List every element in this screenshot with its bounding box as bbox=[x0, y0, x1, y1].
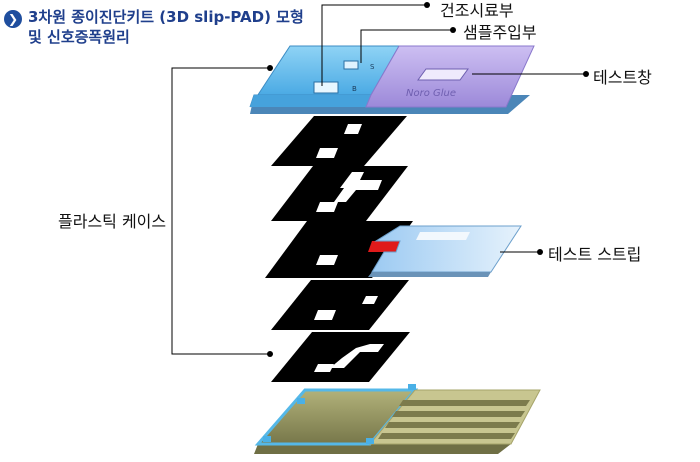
b-mark: B bbox=[352, 85, 357, 93]
callout-sample-injection bbox=[360, 29, 453, 63]
layer-5 bbox=[271, 332, 410, 382]
label-plastic-case: 플라스틱 케이스 bbox=[58, 212, 167, 231]
layer-1-hole-large bbox=[316, 148, 338, 158]
strip-red-zone bbox=[368, 241, 400, 252]
layer-4 bbox=[271, 280, 409, 330]
dot-drying-sample bbox=[424, 2, 430, 8]
bottom-case bbox=[254, 384, 541, 454]
dry-sample-hole bbox=[313, 81, 339, 94]
title-line-1: 3차원 종이진단키트 (3D slip-PAD) 모형 bbox=[28, 8, 304, 26]
layer-4-hole-small bbox=[362, 296, 378, 304]
strip-window-area bbox=[416, 232, 470, 240]
s-mark: S bbox=[370, 63, 375, 71]
label-test-strip: 테스트 스트립 bbox=[548, 245, 642, 264]
bottom-pin-1 bbox=[297, 398, 305, 404]
title-line-2: 및 신호증폭원리 bbox=[28, 28, 130, 46]
bottom-groove-2 bbox=[392, 411, 525, 417]
layer-2-sheet bbox=[271, 166, 408, 221]
layer-4-sheet bbox=[271, 280, 409, 330]
test-window bbox=[417, 68, 469, 81]
callout-plastic-case-bracket bbox=[171, 67, 270, 355]
sample-hole bbox=[343, 60, 359, 70]
layer-1 bbox=[271, 116, 407, 166]
layer-2 bbox=[271, 166, 408, 221]
layer-5-channel bbox=[330, 344, 384, 368]
dot-test-window bbox=[583, 71, 589, 77]
layer-3-sheet bbox=[265, 221, 413, 278]
label-drying-sample: 건조시료부 bbox=[440, 1, 514, 20]
layer-5-sheet bbox=[271, 332, 410, 382]
bottom-groove-3 bbox=[385, 422, 520, 428]
brand-mark: Noro Glue bbox=[406, 88, 456, 99]
dot-sample-injection bbox=[450, 27, 456, 33]
layer-3-hole bbox=[316, 255, 338, 265]
test-strip-edge bbox=[368, 272, 491, 277]
callout-lines bbox=[171, 4, 586, 355]
bottom-groove-4 bbox=[378, 433, 515, 439]
label-test-window: 테스트창 bbox=[593, 68, 652, 87]
layer-2-hole bbox=[316, 202, 338, 212]
layer-5-hole bbox=[314, 364, 334, 372]
bottom-groove-1 bbox=[399, 400, 530, 406]
layer-2-channel bbox=[334, 172, 382, 202]
dot-case-top bbox=[267, 65, 273, 71]
layer-4-hole-large bbox=[314, 310, 336, 320]
layer-1-sheet bbox=[271, 116, 407, 166]
layer-3 bbox=[265, 221, 522, 278]
bottom-pin-3 bbox=[263, 436, 271, 442]
bottom-pin-4 bbox=[366, 438, 374, 444]
dot-case-bottom bbox=[267, 351, 273, 357]
callout-drying-sample bbox=[321, 4, 427, 86]
chevron-right-icon: ❯ bbox=[4, 10, 22, 28]
bottom-pin-2 bbox=[408, 384, 416, 390]
dot-test-strip bbox=[537, 249, 543, 255]
layer-1-hole-small bbox=[344, 124, 362, 134]
test-strip bbox=[371, 225, 522, 273]
bottom-case-side bbox=[254, 444, 511, 454]
top-case-blue-front bbox=[250, 95, 371, 107]
top-case: S B Noro Glue bbox=[249, 45, 535, 114]
label-sample-injection: 샘플주입부 bbox=[463, 23, 537, 42]
